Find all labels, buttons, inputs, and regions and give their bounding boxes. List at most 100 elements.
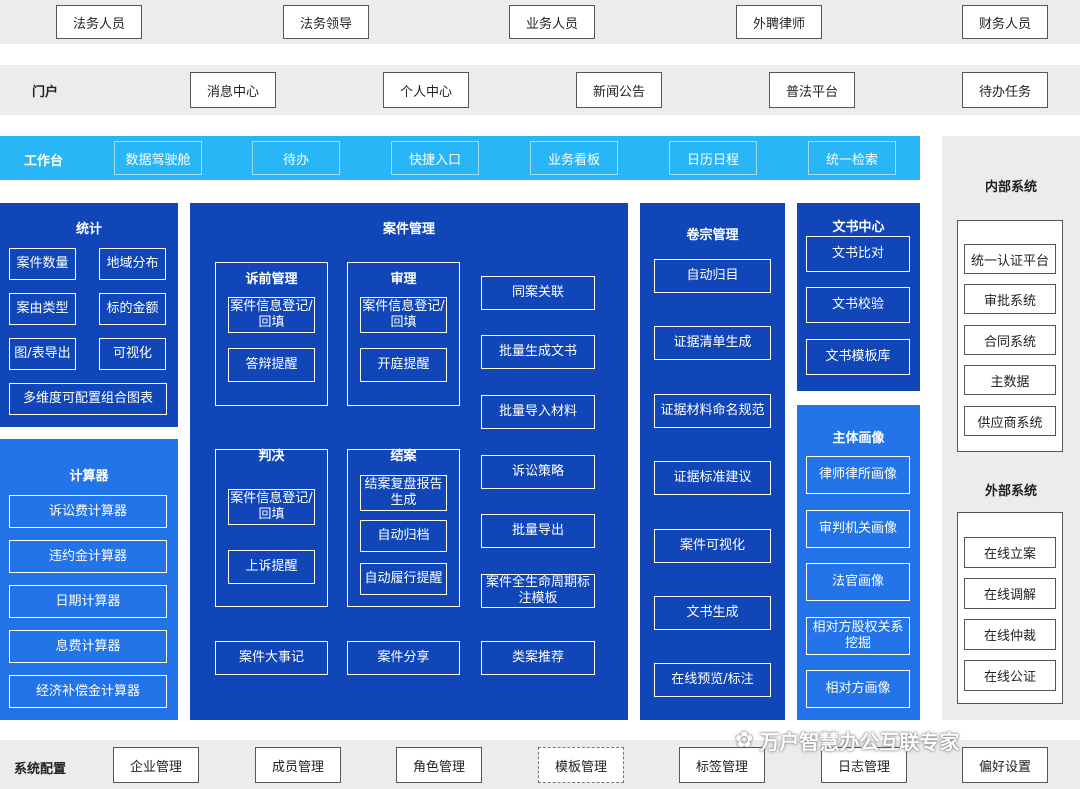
watermark-text: 万户智慧办公互联专家 <box>759 729 960 754</box>
dossier-title: 卷宗管理 <box>686 228 739 243</box>
profile-equity: 相对方股权关系挖掘 <box>806 617 910 655</box>
workbench-calendar: 日历日程 <box>669 141 757 175</box>
stats-panel <box>0 203 178 427</box>
group-judgment-title: 判决 <box>258 449 285 464</box>
pre-reply-reminder: 答辩提醒 <box>228 348 315 382</box>
config-templates: 模板管理 <box>538 747 624 783</box>
group-trial-title: 审理 <box>390 272 417 287</box>
internal-sso: 统一认证平台 <box>964 244 1056 274</box>
workbench-todo: 待办 <box>252 141 340 175</box>
role-box-legal-leader: 法务领导 <box>283 5 369 39</box>
calculator-panel <box>0 439 178 720</box>
trial-register: 案件信息登记/回填 <box>360 297 447 333</box>
internal-master-data: 主数据 <box>964 365 1056 395</box>
dossier-doc-generation: 文书生成 <box>654 596 771 630</box>
workbench-dashboard: 数据驾驶舱 <box>114 141 202 175</box>
external-title: 外部系统 <box>984 484 1037 499</box>
config-label: 系统配置 <box>14 762 67 777</box>
case-batch-import: 批量导入材料 <box>481 395 595 429</box>
stats-region: 地域分布 <box>99 248 166 280</box>
calculator-title: 计算器 <box>69 469 109 484</box>
internal-contract: 合同系统 <box>964 325 1056 355</box>
portal-label: 门户 <box>32 85 59 100</box>
group-pre-litigation <box>215 262 328 406</box>
docs-template-lib: 文书模板库 <box>806 339 910 375</box>
stats-title: 统计 <box>75 222 102 237</box>
dossier-visualization: 案件可视化 <box>654 529 771 563</box>
dossier-naming-rule: 证据材料命名规范 <box>654 394 771 428</box>
workbench-shortcuts: 快捷入口 <box>391 141 479 175</box>
role-box-legal-staff: 法务人员 <box>56 5 142 39</box>
docs-panel <box>797 203 920 391</box>
case-batch-export: 批量导出 <box>481 514 595 548</box>
calc-interest: 息费计算器 <box>9 630 167 663</box>
profile-judge: 法官画像 <box>806 563 910 601</box>
stats-visualization: 可视化 <box>99 338 166 370</box>
dossier-evidence-suggest: 证据标准建议 <box>654 461 771 495</box>
judgment-register: 案件信息登记/回填 <box>228 489 315 525</box>
case-batch-docs: 批量生成文书 <box>481 335 595 369</box>
group-closing <box>347 449 460 607</box>
case-lifecycle-template: 案件全生命周期标注模板 <box>481 574 595 608</box>
stats-case-count: 案件数量 <box>9 248 76 280</box>
config-logs: 日志管理 <box>821 747 907 783</box>
stats-export: 图/表导出 <box>9 338 76 370</box>
external-online-notary: 在线公证 <box>964 660 1056 691</box>
config-preferences: 偏好设置 <box>962 747 1048 783</box>
case-related: 同案关联 <box>481 276 595 310</box>
profile-title: 主体画像 <box>832 431 885 446</box>
calc-penalty: 违约金计算器 <box>9 540 167 573</box>
profile-panel <box>797 405 920 720</box>
watermark: ✿ 万户智慧办公互联专家 <box>735 722 959 758</box>
docs-verify: 文书校验 <box>806 287 910 323</box>
dossier-preview: 在线预览/标注 <box>654 663 771 697</box>
judgment-appeal-reminder: 上诉提醒 <box>228 550 315 584</box>
internal-approval: 审批系统 <box>964 284 1056 314</box>
dossier-evidence-list: 证据清单生成 <box>654 326 771 360</box>
case-strategy: 诉讼策略 <box>481 455 595 489</box>
calc-date: 日期计算器 <box>9 585 167 618</box>
workbench-business-board: 业务看板 <box>530 141 618 175</box>
profile-court: 审判机关画像 <box>806 510 910 548</box>
stats-cause-type: 案由类型 <box>9 293 76 325</box>
calc-litigation-fee: 诉讼费计算器 <box>9 495 167 528</box>
wechat-icon: ✿ <box>735 727 754 753</box>
portal-todo-tasks: 待办任务 <box>962 72 1048 108</box>
group-trial <box>347 262 460 406</box>
workbench-band <box>0 136 920 180</box>
group-closing-title: 结案 <box>390 449 417 464</box>
docs-compare: 文书比对 <box>806 236 910 272</box>
stats-multi-chart: 多维度可配置组合图表 <box>9 383 167 415</box>
portal-message-center: 消息中心 <box>190 72 276 108</box>
role-box-finance-staff: 财务人员 <box>962 5 1048 39</box>
profile-lawyer: 律师律所画像 <box>806 456 910 494</box>
config-enterprise: 企业管理 <box>113 747 199 783</box>
portal-law-platform: 普法平台 <box>769 72 855 108</box>
role-box-external-lawyer: 外聘律师 <box>736 5 822 39</box>
case-mgmt-title: 案件管理 <box>382 222 435 237</box>
config-members: 成员管理 <box>255 747 341 783</box>
internal-title: 内部系统 <box>984 180 1037 195</box>
role-box-business-staff: 业务人员 <box>509 5 595 39</box>
trial-court-reminder: 开庭提醒 <box>360 348 447 382</box>
portal-band <box>0 65 1080 115</box>
internal-supplier: 供应商系统 <box>964 406 1056 436</box>
group-judgment <box>215 449 328 607</box>
portal-news: 新闻公告 <box>576 72 662 108</box>
case-mgmt-panel <box>190 203 628 720</box>
case-chronicle: 案件大事记 <box>215 641 328 675</box>
dossier-auto-catalog: 自动归目 <box>654 259 771 293</box>
calc-compensation: 经济补偿金计算器 <box>9 675 167 708</box>
workbench-label: 工作台 <box>24 154 64 169</box>
docs-title: 文书中心 <box>832 220 885 235</box>
profile-counterparty: 相对方画像 <box>806 670 910 708</box>
group-pre-litigation-title: 诉前管理 <box>245 272 298 287</box>
workbench-unified-search: 统一检索 <box>808 141 896 175</box>
stats-amount: 标的金额 <box>99 293 166 325</box>
pre-register: 案件信息登记/回填 <box>228 297 315 333</box>
external-online-filing: 在线立案 <box>964 537 1056 568</box>
portal-personal-center: 个人中心 <box>383 72 469 108</box>
external-online-arbitration: 在线仲裁 <box>964 619 1056 650</box>
closing-fulfil-reminder: 自动履行提醒 <box>360 563 447 595</box>
config-tags: 标签管理 <box>679 747 765 783</box>
